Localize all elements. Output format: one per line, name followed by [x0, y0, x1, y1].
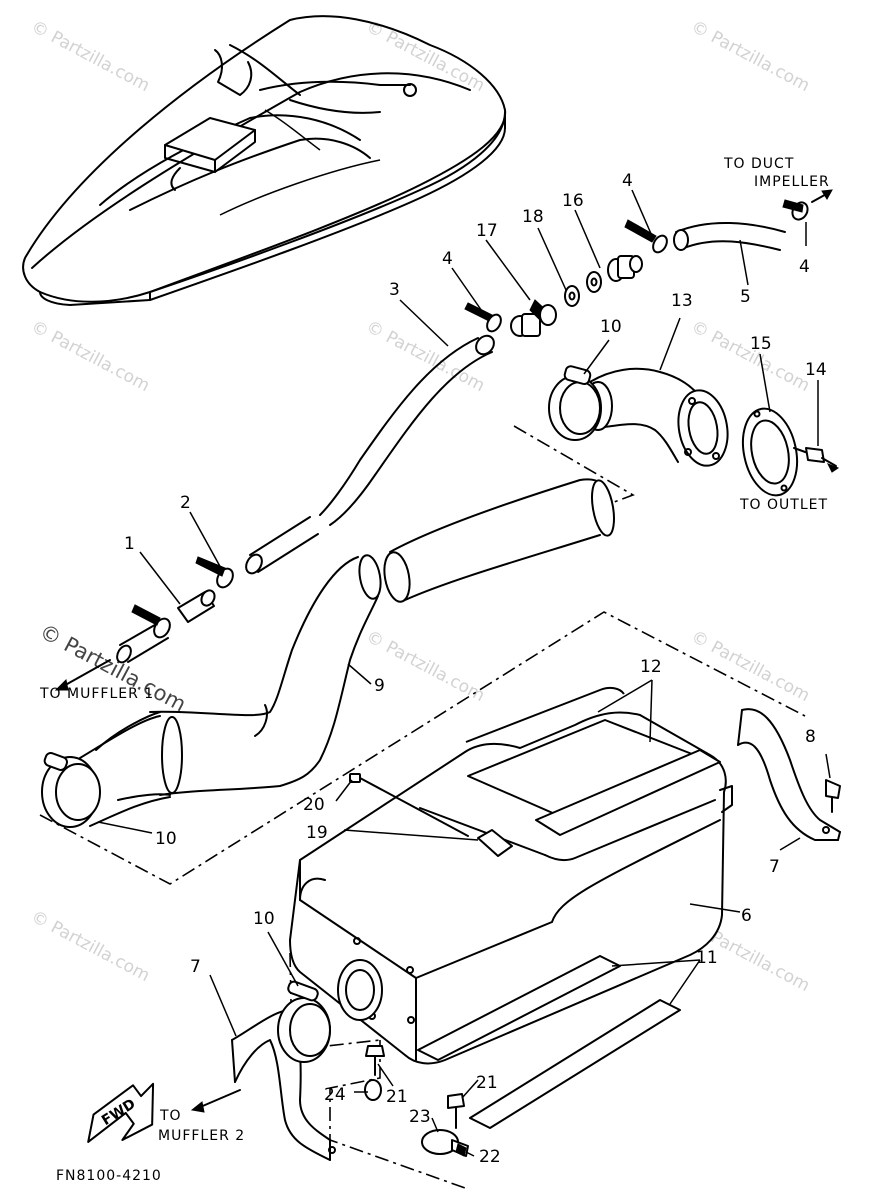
- callout-9: 9: [374, 676, 385, 696]
- sensor-wire-20: [349, 773, 469, 837]
- callout-22: 22: [479, 1147, 501, 1167]
- callout-20: 20: [303, 795, 325, 815]
- strap-7-left: [231, 1009, 336, 1161]
- direction-labels: TO DUCT IMPELLER TO OUTLET TO MUFFLER 1 …: [39, 156, 830, 1184]
- pipe-9-upper: [383, 478, 615, 603]
- watermark: © Partzilla.com: [28, 317, 153, 396]
- pipe-9: [95, 554, 382, 801]
- bolt-21-right: [447, 1093, 465, 1129]
- callout-5: 5: [740, 287, 751, 307]
- callout-8: 8: [805, 727, 816, 747]
- label-impeller: IMPELLER: [754, 174, 830, 190]
- washer-18: [564, 271, 602, 307]
- callout-10: 10: [155, 829, 177, 849]
- callout-10: 10: [600, 317, 622, 337]
- clamp-4-mid: [624, 219, 668, 254]
- watermark: © Partzilla.com: [688, 17, 813, 96]
- leader-lines: [97, 189, 831, 1157]
- callout-1: 1: [124, 534, 135, 554]
- watercraft-illustration: [22, 15, 507, 306]
- clamp-10-left: [41, 715, 171, 828]
- callout-12: 12: [640, 657, 662, 677]
- callout-18: 18: [522, 207, 544, 227]
- callout-21: 21: [386, 1087, 408, 1107]
- callout-16: 16: [562, 191, 584, 211]
- watermark: © Partzilla.com: [688, 627, 813, 706]
- nut-22: [455, 1143, 467, 1157]
- bolt-14: [793, 447, 840, 473]
- fitting-16: [607, 255, 643, 282]
- callout-15: 15: [750, 334, 772, 354]
- clamp-small-1: [131, 604, 171, 639]
- label-to-duct: TO DUCT: [723, 156, 794, 172]
- callouts: 1 2 3 4 4 4 5 6 7 7 8 9 10 10 10 11 12 1…: [124, 171, 827, 1167]
- label-muffler-2: MUFFLER 2: [158, 1128, 245, 1144]
- callout-4: 4: [622, 171, 633, 191]
- clamp-4-left: [464, 302, 502, 333]
- watermark: © Partzilla.com: [688, 317, 813, 396]
- callout-19: 19: [306, 823, 328, 843]
- clamp-10-bottom: [277, 980, 331, 1063]
- label-to-outlet: TO OUTLET: [739, 497, 828, 513]
- label-to: TO: [159, 1108, 182, 1124]
- gasket-15: [741, 407, 799, 497]
- callout-3: 3: [389, 280, 400, 300]
- diagram-code: FN8100-4210: [56, 1168, 162, 1184]
- strap-7-right: [737, 708, 841, 841]
- fitting-17: [510, 299, 557, 337]
- callout-4: 4: [799, 257, 810, 277]
- elbow-13: [583, 367, 729, 467]
- hose-3: [319, 334, 495, 526]
- muffler-6: [289, 686, 733, 1065]
- callout-10: 10: [253, 909, 275, 929]
- callout-7: 7: [190, 957, 201, 977]
- watermark: © Partzilla.com: [363, 317, 488, 396]
- fitting-1: [116, 589, 216, 664]
- bolt-21-left: [365, 1045, 385, 1076]
- fwd-arrow-icon: FWD: [87, 1082, 155, 1143]
- callout-21: 21: [476, 1073, 498, 1093]
- callout-14: 14: [805, 360, 827, 380]
- collar-24: [364, 1079, 382, 1101]
- bolt-8: [825, 779, 841, 813]
- watermark: © Partzilla.com: [28, 907, 153, 986]
- callout-7: 7: [769, 857, 780, 877]
- watermark: © Partzilla.com: [28, 17, 153, 96]
- arrow-to-muffler-1-icon: [54, 659, 111, 691]
- callout-11: 11: [696, 948, 718, 968]
- callout-2: 2: [180, 493, 191, 513]
- arrow-to-muffler-2-icon: [190, 1089, 241, 1113]
- pad-11: [417, 955, 681, 1129]
- callout-24: 24: [324, 1085, 346, 1105]
- callout-6: 6: [741, 906, 752, 926]
- callout-4: 4: [442, 249, 453, 269]
- label-to-muffler-1: TO MUFFLER 1: [39, 686, 154, 702]
- callout-13: 13: [671, 291, 693, 311]
- clamp-10-top: [548, 365, 602, 441]
- callout-23: 23: [409, 1107, 431, 1127]
- hose-short: [245, 516, 319, 575]
- hose-5: [673, 221, 786, 251]
- callout-17: 17: [476, 221, 498, 241]
- clamp-4-right: [782, 189, 833, 221]
- clamp-2: [195, 556, 234, 589]
